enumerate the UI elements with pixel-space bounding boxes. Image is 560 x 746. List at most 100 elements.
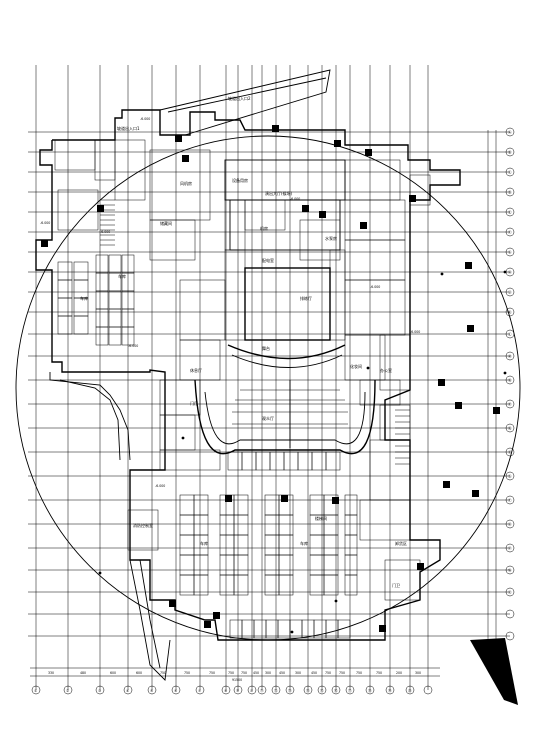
room-label: 车库 [118,273,126,279]
grid-bubble [505,471,515,481]
room-outline [344,334,386,381]
parking-bay [179,534,195,556]
dimension-text: 300 [415,671,421,675]
grid-bubble-label: Ⓢ [508,474,512,479]
grid-bubble-label: Ⓔ [508,210,512,215]
room-outline [329,249,346,341]
parking-bay [121,326,135,346]
parking-bay [278,554,294,576]
room-outline [384,559,421,601]
parking-bay [57,261,73,281]
parking-bay [264,534,280,556]
grid-bubble-label: ⑧ [224,689,228,693]
grid-bubble [221,685,231,695]
grid-bubble-label: ⑲ [388,688,392,693]
grid-bubble-label: Ⓣ [508,498,512,503]
grid-bubble [505,543,515,553]
parking-bay [57,297,73,317]
dimension-text: 330 [48,671,54,675]
parking-bay [233,534,249,556]
room-outline [114,139,146,201]
parking-bay [253,619,267,639]
grid-bubble [505,447,515,457]
parking-bay [278,514,294,536]
grid-bubble [505,267,515,277]
parking-bays [57,254,358,639]
parking-bay [193,494,209,516]
column [417,563,424,570]
parking-bay [264,514,280,536]
room-outline [224,199,246,251]
grid-bubble-label: Ⓟ [508,402,512,407]
dimension-text: 480 [80,671,86,675]
grid-bubble [505,631,515,641]
room-label: 楼梯间 [315,515,327,521]
elevation-mark: -6.000 [290,197,300,201]
dimension-text: 300 [295,671,301,675]
grid-bubble-label: ⑦ [198,689,201,693]
parking-bay [283,451,299,471]
grid-bubble [365,685,375,695]
grid-bubble-label: Ⓐ [508,130,512,135]
parking-bay [344,494,358,516]
column-dot [503,371,507,375]
grid-bubble-label: Ⓗ [508,270,512,275]
elevation-mark: -6.000 [410,330,420,334]
grid-bubble [171,685,181,695]
room-label: 风机房 [180,180,192,186]
grid-bubble-label: Ⓒ [508,170,512,175]
column [438,379,445,386]
parking-bay [95,308,109,328]
column [472,490,479,497]
grid-bubble-label: ⑭ [306,688,310,693]
parking-bay [193,514,209,536]
room-outline [57,189,99,231]
dimension-text: 450 [279,671,285,675]
parking-bay [193,574,209,596]
column [204,621,211,628]
grid-bubble [423,685,433,695]
parking-bay [219,554,235,576]
room-outline [359,499,411,541]
site-radius-circle [15,135,521,641]
room-label: 车库 [200,540,208,546]
room-label: 坡道出入口2 [228,95,251,101]
room-label: 水泵房 [325,235,337,241]
parking-bay [325,451,341,471]
grid-bubble-label: ② [66,689,69,693]
parking-bay [264,554,280,576]
grid-bubble [505,287,515,297]
column [332,497,339,504]
grid-bubble-label: Ⓓ [508,190,512,195]
room-label: 设备用房 [232,177,248,183]
parking-bay [108,326,122,346]
grid-bubble [271,685,281,695]
structural-columns [41,125,507,634]
column-dot [98,571,102,575]
grid-bubble [317,685,327,695]
grid-bubble-label: Ⓦ [508,568,512,573]
room-outline [54,139,96,171]
dimension-text: 750 [184,671,190,675]
dimension-text: 600 [136,671,142,675]
room-label: 演出大厅(候场) [265,190,293,196]
grid-bubble-label: Ⓛ [508,332,512,337]
shadow-wedge [470,638,518,705]
parking-bay [193,554,209,576]
parking-bay [233,554,249,576]
room-label: 休息厅 [190,367,202,373]
column [281,495,288,502]
grid-bubble-label: Ⓡ [508,450,512,455]
column-dot [366,366,370,370]
grid-bubble-label: ⑥ [174,689,178,693]
parking-bay [344,574,358,596]
column [302,205,309,212]
grid-bubble-label: ⑰ [348,688,352,693]
column [334,140,341,147]
grid-bubble-label: Ⓑ [508,150,512,155]
column [169,600,176,607]
column [409,195,416,202]
parking-bay [95,290,109,310]
grid-bubble-label: ⑪ [260,688,264,693]
